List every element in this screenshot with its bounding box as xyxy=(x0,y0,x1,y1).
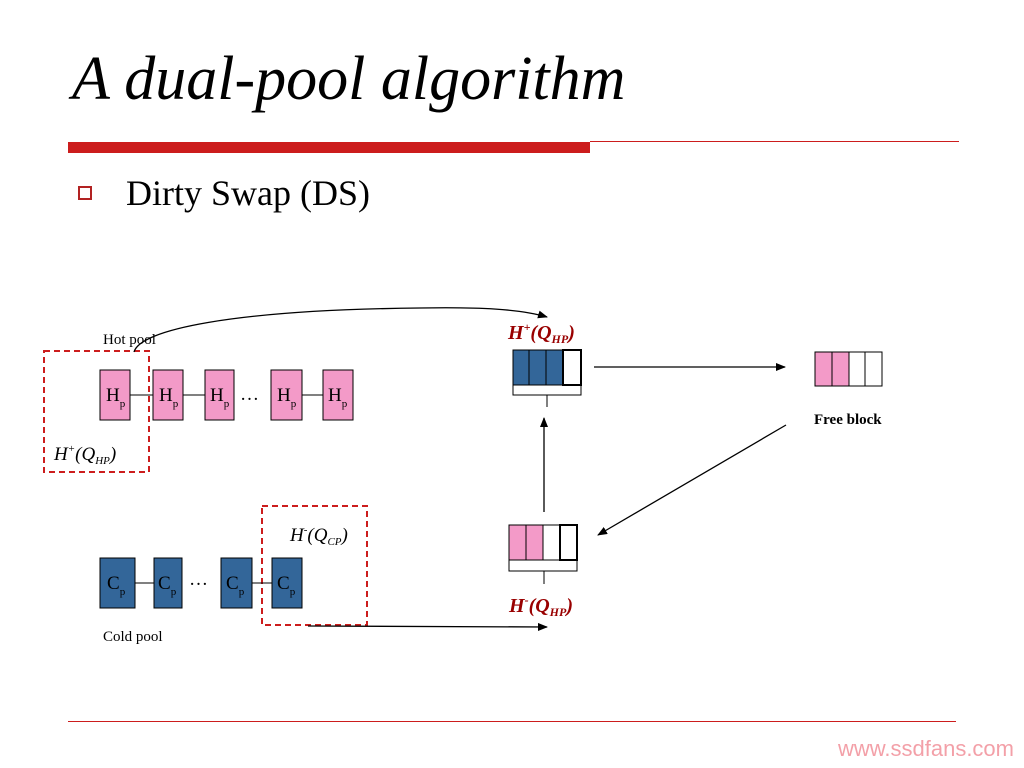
cold-block xyxy=(220,557,253,609)
hot-pool-label: Hot pool xyxy=(103,332,156,348)
cold-block xyxy=(153,557,183,609)
cold-block-label: Cp xyxy=(277,573,296,598)
top-buffer-block xyxy=(512,349,582,407)
cold-block xyxy=(271,557,303,609)
cold-pool-selector-label: H-(QCP) xyxy=(289,524,348,548)
hot-block xyxy=(204,369,235,421)
free-block-label: Free block xyxy=(814,412,882,428)
cold-pool-selection-box xyxy=(261,505,368,626)
bottom-buffer-label: H-(QHP) xyxy=(508,593,573,619)
hot-pool-ellipsis: … xyxy=(240,384,259,405)
hot-block xyxy=(99,369,131,421)
cold-block-label: Cp xyxy=(158,573,177,598)
hot-block-label: Hp xyxy=(210,385,230,410)
cold-block-label: Cp xyxy=(226,573,245,598)
hot-block-label: Hp xyxy=(106,385,126,410)
hot-block xyxy=(152,369,184,421)
bullet-square-icon xyxy=(78,186,92,200)
cold-block-label: Cp xyxy=(107,573,126,598)
hot-block-label: Hp xyxy=(277,385,297,410)
cold-block xyxy=(99,557,136,609)
hot-block-label: Hp xyxy=(328,385,348,410)
hot-pool-selector-label: H+(QHP) xyxy=(53,443,116,467)
hot-block-label: Hp xyxy=(159,385,179,410)
cold-pool-chain: Cp Cp … Cp Cp xyxy=(99,557,303,609)
free-block xyxy=(814,351,883,387)
top-buffer-label: H+(QHP) xyxy=(507,320,575,346)
title-underline-thin xyxy=(590,141,959,142)
cold-pool-ellipsis: … xyxy=(189,569,208,590)
bottom-buffer-block xyxy=(508,524,578,584)
slide-title: A dual-pool algorithm xyxy=(72,45,626,113)
bullet-text: Dirty Swap (DS) xyxy=(126,173,370,213)
cold-to-buffer-arrow xyxy=(307,622,548,631)
hot-to-buffer-arrow xyxy=(133,307,548,353)
hot-block xyxy=(322,369,354,421)
footer-divider xyxy=(68,721,956,722)
cold-pool-label: Cold pool xyxy=(103,629,163,645)
hot-pool-chain: Hp Hp Hp … Hp Hp xyxy=(99,369,354,421)
title-underline-thick xyxy=(68,142,590,153)
hot-block xyxy=(270,369,303,421)
watermark-text: www.ssdfans.com xyxy=(837,736,1014,761)
free-to-buffer-arrow xyxy=(597,424,787,536)
hot-pool-selection-box xyxy=(43,350,150,473)
